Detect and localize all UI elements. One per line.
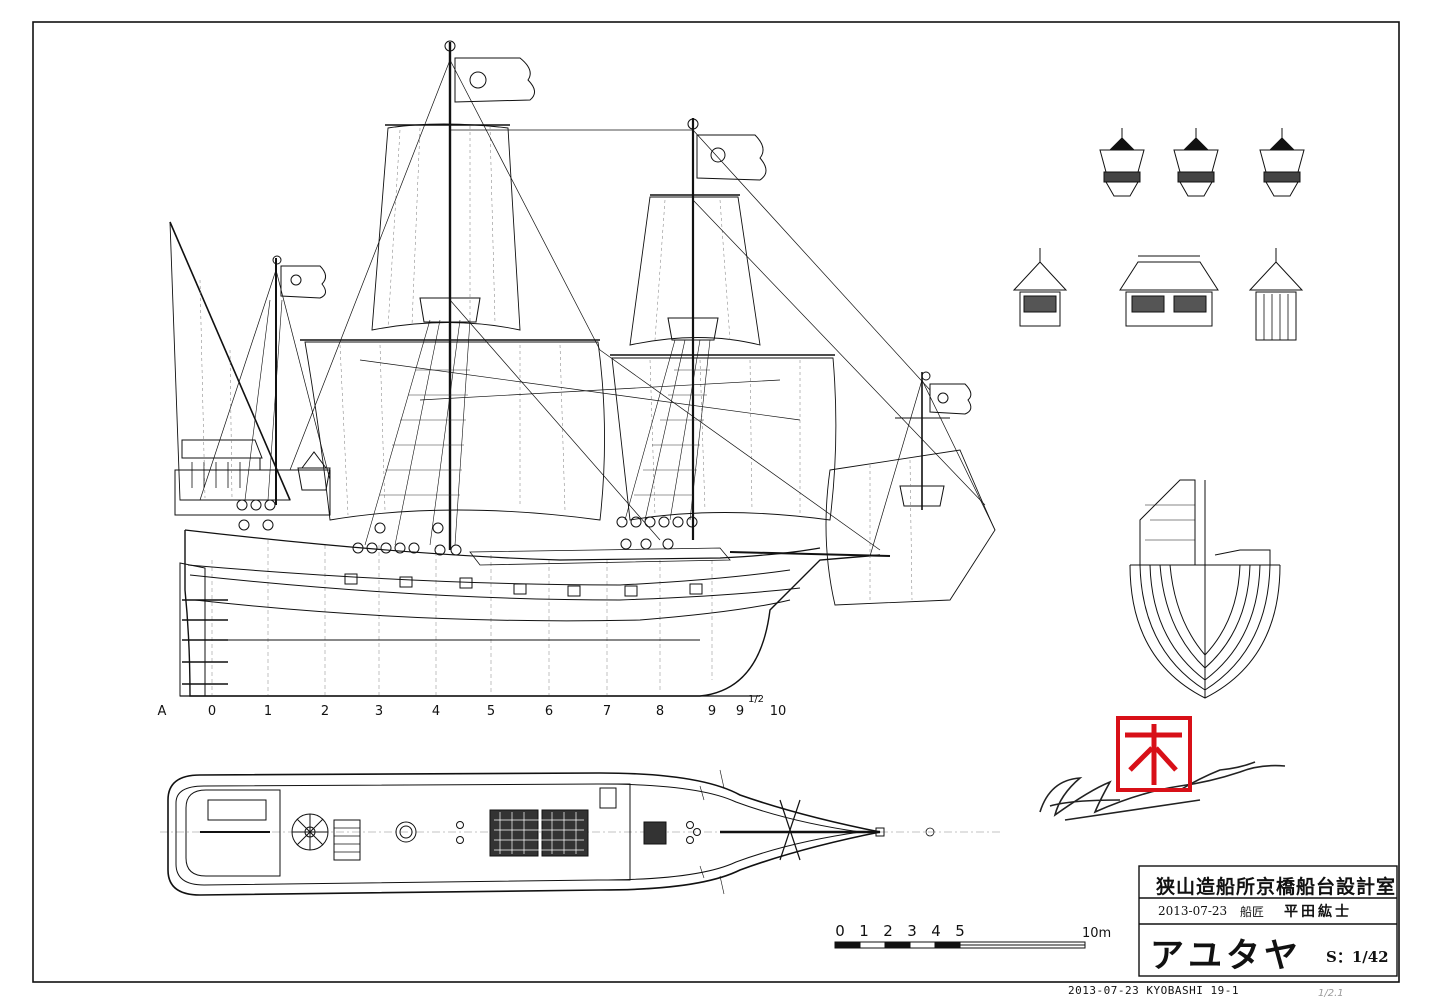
seal [1116,716,1192,792]
drawing-scale: S：1/42 [1326,948,1389,966]
title-block [1138,865,1398,977]
studio-name: 狭山造船所京橋船台設計室 [1156,876,1397,898]
scale-tick-label: 0 [835,922,845,940]
side-profile [169,40,996,697]
station-label: 4 [431,704,441,719]
station-label: 3 [374,704,384,719]
margin-note: 1/2.1 [1318,988,1344,999]
station-label: 2 [320,704,330,719]
drawing-date: 2013-07-23 [1158,904,1228,918]
hull-section [1129,479,1281,699]
deck-house-elevation-2 [1119,255,1219,327]
stern-lantern-elevation-1 [1099,128,1145,197]
stern-lantern-elevation-2 [1173,128,1219,197]
designer-name: 平田紘士 [1284,904,1352,920]
footer-reference: 2013-07-23 KYOBASHI 19-1 [1068,984,1239,997]
scale-bar [834,941,1086,949]
station-label: 0 [207,704,217,719]
scale-end-label: 10m [1082,926,1112,941]
deck-structures [1012,128,1305,341]
station-label-half: 1/2 [747,694,765,705]
station-label: 9 [707,704,717,719]
stern-lantern-elevation-3 [1259,128,1305,197]
station-label: 8 [655,704,665,719]
scale-tick-label: 3 [907,922,917,940]
scale-tick-label: 4 [931,922,941,940]
station-label: 6 [544,704,554,719]
scale-tick-label: 5 [955,922,965,940]
designer-role: 船匠 [1240,905,1265,919]
station-label: 1 [263,704,273,719]
deck-house-elevation-1 [1012,248,1068,327]
sheet-border [32,21,1400,983]
scale-tick-label: 1 [859,922,869,940]
ship-name: アユタヤ [1150,936,1302,976]
station-label: 5 [486,704,496,719]
station-label: 9 [735,704,745,719]
deck-house-elevation-3 [1248,248,1304,341]
station-label: 10 [769,704,787,719]
scale-tick-label: 2 [883,922,893,940]
station-label: A [157,704,167,719]
deck-plan [160,769,1000,896]
station-label: 7 [602,704,612,719]
